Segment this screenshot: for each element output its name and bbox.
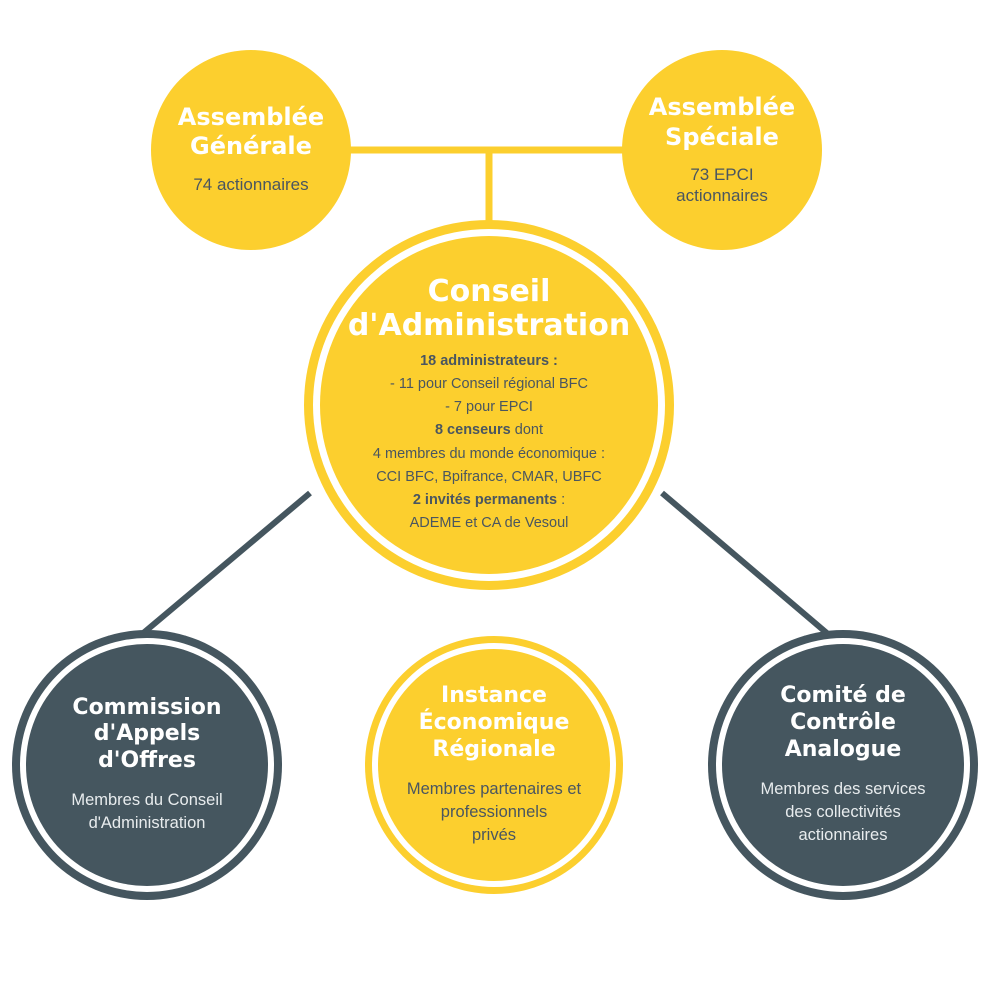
title-line: Assemblée bbox=[177, 102, 325, 131]
invites-label: 2 invités permanents bbox=[412, 491, 558, 508]
node-title: Assemblée Spéciale bbox=[649, 93, 795, 152]
title-line: Générale bbox=[190, 132, 312, 161]
censeurs-rest: dont bbox=[510, 422, 543, 439]
title-line: Analogue bbox=[784, 736, 902, 762]
node-title: Assemblée Générale bbox=[178, 103, 324, 162]
title-line: Conseil bbox=[427, 273, 551, 309]
subtitle-line: Membres partenaires et bbox=[406, 779, 582, 798]
subtitle-line: professionnels bbox=[440, 802, 548, 821]
censeurs-line: 8 censeurs dont bbox=[373, 419, 605, 442]
detail-line: 4 membres du monde économique : bbox=[372, 445, 606, 462]
title-line: Contrôle bbox=[790, 709, 896, 735]
title-line: d'Appels bbox=[93, 721, 201, 747]
node-assemblee-generale: Assemblée Générale 74 actionnaires bbox=[151, 50, 351, 250]
title-line: Assemblée bbox=[648, 93, 796, 122]
node-conseil-administration: Conseil d'Administration 18 administrate… bbox=[320, 236, 658, 574]
title-line: Régionale bbox=[432, 736, 556, 762]
node-subtitle: Membres partenaires et professionnels pr… bbox=[407, 778, 581, 847]
censeurs-label: 8 censeurs bbox=[434, 422, 511, 439]
title-line: Commission bbox=[72, 694, 222, 720]
node-commission-appels-offres: Commission d'Appels d'Offres Membres du … bbox=[26, 644, 268, 886]
title-line: Instance bbox=[441, 683, 547, 709]
node-comite-controle-analogue: Comité de Contrôle Analogue Membres des … bbox=[722, 644, 964, 886]
node-title: Commission d'Appels d'Offres bbox=[72, 695, 221, 775]
invites-line: 2 invités permanents : bbox=[373, 489, 605, 512]
title-line: Économique bbox=[418, 709, 570, 735]
connector-conseil-to-commission bbox=[133, 490, 312, 643]
node-assemblee-speciale: Assemblée Spéciale 73 EPCI actionnaires bbox=[622, 50, 822, 250]
administrateurs-label: 18 administrateurs : bbox=[420, 352, 558, 369]
title-line: Comité de bbox=[780, 683, 906, 709]
connector-conseil-to-comite bbox=[660, 490, 837, 643]
subtitle-line: Membres des services bbox=[760, 779, 926, 798]
subtitle-line: actionnaires bbox=[798, 825, 888, 844]
detail-line: CCI BFC, Bpifrance, CMAR, UBFC bbox=[376, 468, 602, 485]
detail-line: ADEME et CA de Vesoul bbox=[409, 515, 569, 532]
node-title: Instance Économique Régionale bbox=[419, 683, 570, 763]
node-title: Conseil d'Administration bbox=[347, 273, 631, 344]
subtitle-line: d'Administration bbox=[88, 814, 206, 833]
subtitle-line: Membres du Conseil bbox=[71, 791, 223, 810]
detail-line: - 7 pour EPCI bbox=[445, 399, 533, 416]
title-line: Spéciale bbox=[665, 122, 779, 151]
node-subtitle: 74 actionnaires bbox=[193, 175, 309, 195]
node-subtitle: Membres du Conseil d'Administration bbox=[71, 789, 222, 835]
node-instance-economique-regionale: Instance Économique Régionale Membres pa… bbox=[378, 649, 610, 881]
title-line: d'Administration bbox=[347, 308, 631, 344]
node-subtitle: Membres des services des collectivités a… bbox=[760, 778, 925, 847]
subtitle-line: actionnaires bbox=[676, 186, 768, 206]
node-subtitle: 73 EPCI actionnaires bbox=[676, 164, 768, 207]
node-title: Comité de Contrôle Analogue bbox=[780, 683, 906, 763]
title-line: d'Offres bbox=[98, 748, 196, 774]
subtitle-line: privés bbox=[471, 825, 516, 844]
subtitle-line: 73 EPCI bbox=[690, 165, 754, 185]
invites-rest: : bbox=[557, 491, 566, 508]
subtitle-line: des collectivités bbox=[785, 802, 901, 821]
conseil-details: 18 administrateurs : - 11 pour Conseil r… bbox=[373, 350, 605, 536]
detail-line: - 11 pour Conseil régional BFC bbox=[389, 375, 588, 392]
